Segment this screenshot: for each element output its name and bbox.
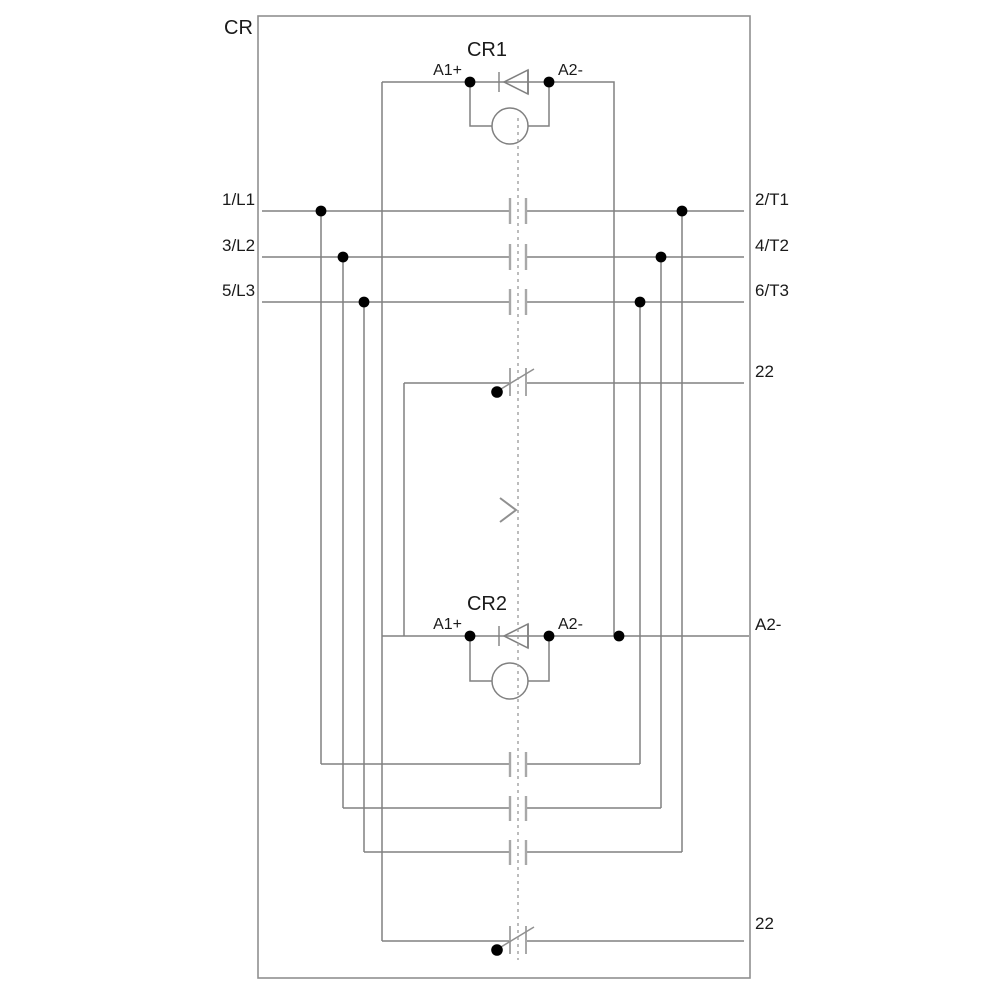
- device-cr2: CR2 A1+ A2-: [382, 593, 749, 700]
- junction-dot: [337, 251, 349, 263]
- cr2-coil-left-lead: [469, 636, 492, 682]
- cr1-pin-a1-label: A1+: [433, 62, 462, 79]
- terminal-label-3l2: 3/L2: [222, 236, 255, 255]
- junction-dots: [315, 76, 688, 956]
- junction-dot: [491, 944, 503, 956]
- device-cr1: CR1 A1+ A2-: [382, 39, 615, 636]
- cr2-coil-right-lead: [528, 636, 550, 682]
- nc-upper-slash: [495, 368, 535, 393]
- terminal-label-5l3: 5/L3: [222, 281, 255, 300]
- cr1-coil-right-lead: [528, 82, 550, 127]
- junction-dot: [464, 76, 476, 88]
- terminal-labels-right: 2/T1 4/T2 6/T3 22 A2- 22: [755, 190, 789, 933]
- cr1-diode-triangle: [502, 68, 529, 96]
- terminal-labels-left: 1/L1 3/L2 5/L3: [222, 190, 255, 300]
- cr2-diode-triangle: [502, 622, 529, 650]
- cr1-device-label: CR1: [467, 39, 507, 61]
- cr2-coil-circle: [491, 662, 529, 700]
- lower-aux-contacts: [321, 752, 682, 865]
- junction-dot: [491, 386, 503, 398]
- right-return-bus: [639, 211, 683, 852]
- cr1-coil-left-lead: [469, 82, 492, 127]
- junction-dot: [543, 630, 555, 642]
- junction-dot: [358, 296, 370, 308]
- nc-contact-22-upper: [404, 368, 744, 396]
- cr2-device-label: CR2: [467, 593, 507, 615]
- mechanical-link-arrow-icon: [499, 497, 518, 523]
- terminal-label-6t3: 6/T3: [755, 281, 789, 300]
- cr1-coil-circle: [491, 107, 529, 145]
- nc-contact-22-lower: [382, 926, 744, 954]
- junction-dot: [655, 251, 667, 263]
- main-power-circuit: [262, 198, 744, 315]
- frame-label-cr: CR: [224, 17, 253, 39]
- cr2-pin-a2-label: A2-: [558, 616, 583, 633]
- terminal-label-2t1: 2/T1: [755, 190, 789, 209]
- nc-lower-slash: [495, 926, 535, 951]
- junction-dot: [634, 296, 646, 308]
- terminal-label-4t2: 4/T2: [755, 236, 789, 255]
- cr2-pin-a1-label: A1+: [433, 616, 462, 633]
- left-interconnect-bus: [320, 82, 405, 941]
- junction-dot: [543, 76, 555, 88]
- terminal-label-22-upper: 22: [755, 362, 774, 381]
- terminal-label-1l1: 1/L1: [222, 190, 255, 209]
- cr1-pin-a2-label: A2-: [558, 62, 583, 79]
- device-frame: [257, 15, 751, 979]
- junction-dot: [464, 630, 476, 642]
- mechanical-link: [499, 118, 519, 960]
- junction-dot: [315, 205, 327, 217]
- junction-dot: [613, 630, 625, 642]
- cr1-a2-return-wire: [549, 81, 615, 636]
- junction-dot: [676, 205, 688, 217]
- terminal-label-a2-right: A2-: [755, 615, 781, 634]
- terminal-label-22-lower: 22: [755, 914, 774, 933]
